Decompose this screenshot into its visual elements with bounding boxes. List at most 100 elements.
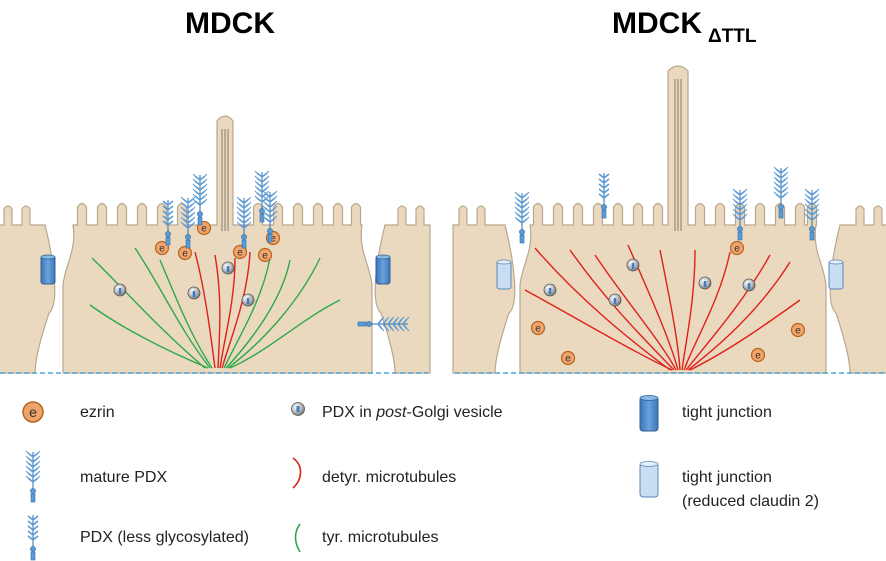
- legend-detyr-microtubule-icon: [292, 457, 302, 489]
- pdx-vesicle: [241, 293, 255, 307]
- less-glycosylated-pdx: [162, 200, 174, 246]
- mature-pdx: [25, 450, 41, 503]
- detyr-microtubule: [569, 249, 675, 371]
- ezrin-marker: e: [154, 240, 170, 256]
- pdx-vesicle: [626, 258, 640, 272]
- mature-pdx: [262, 190, 278, 243]
- neighbor-cell-left: [452, 205, 516, 374]
- mature-pdx: [773, 166, 789, 219]
- pdx-vesicle: [608, 293, 622, 307]
- detyr-microtubule: [659, 249, 681, 371]
- ezrin-marker: e: [560, 350, 576, 366]
- ezrin-marker: e: [257, 247, 273, 263]
- pdx-vesicle: [742, 278, 756, 292]
- legend-less-glycosylated-pdx-icon: [27, 515, 39, 561]
- ezrin-marker: e: [177, 245, 193, 261]
- mature-pdx: [236, 196, 252, 249]
- right-panel-title-subscript: ΔTTL: [708, 26, 757, 47]
- legend-tight-junction-reduced-icon: [639, 461, 659, 498]
- svg-text:e: e: [159, 244, 165, 255]
- tyr-microtubule: [134, 247, 211, 369]
- mature-pdx: [192, 173, 208, 226]
- ezrin-marker: e: [530, 320, 546, 336]
- mature-pdx: [514, 191, 530, 244]
- legend-tight-junction-label: tight junction: [682, 404, 772, 421]
- svg-text:e: e: [565, 354, 571, 365]
- legend-mature-pdx-label: mature PDX: [80, 469, 167, 486]
- tyr-microtubule: [89, 304, 209, 369]
- svg-text:e: e: [29, 404, 37, 420]
- tyr-microtubule: [229, 299, 341, 369]
- svg-text:e: e: [755, 351, 761, 362]
- neighbor-cell-right: [829, 205, 886, 374]
- detyr-microtubule: [194, 251, 216, 369]
- detyr-microtubule: [524, 289, 673, 371]
- detyr-microtubule: [689, 299, 801, 371]
- mature-pdx: [804, 188, 820, 241]
- detyr-microtubule: [219, 257, 236, 369]
- svg-text:e: e: [262, 251, 268, 262]
- tight-junction: [375, 254, 391, 285]
- tight-junction: [40, 254, 56, 285]
- detyr-microtubule: [681, 249, 696, 371]
- legend-ezrin-label: ezrin: [80, 404, 115, 421]
- svg-text:e: e: [201, 224, 207, 235]
- mature-pdx: [357, 316, 410, 332]
- svg-text:e: e: [270, 234, 276, 245]
- svg-text:e: e: [237, 248, 243, 259]
- pdx-vesicle: [187, 286, 201, 300]
- epithelial-cell: [62, 115, 373, 374]
- svg-text:e: e: [182, 249, 188, 260]
- less-glycosylated-pdx: [27, 515, 39, 561]
- svg-text:e: e: [795, 326, 801, 337]
- ezrin-marker: e: [750, 347, 766, 363]
- detyr-microtubule: [683, 251, 731, 371]
- svg-text:e: e: [535, 324, 541, 335]
- neighbor-cell-right: [374, 205, 431, 374]
- pdx-vesicle: [698, 276, 712, 290]
- pdx-vesicle: [221, 261, 235, 275]
- detyr-microtubule: [221, 251, 251, 369]
- mature-pdx: [254, 170, 270, 223]
- legend: e ezrin mature PDX PDX (less glycosylate…: [22, 395, 819, 561]
- tyr-microtubule: [227, 257, 321, 369]
- ezrin-marker: e: [729, 240, 745, 256]
- legend-detyr-microtubule-label: detyr. microtubules: [322, 469, 456, 486]
- right-panel-title: MDCK: [612, 7, 702, 40]
- tyr-microtubule: [225, 259, 291, 369]
- legend-tight-junction-reduced-label-2: (reduced claudin 2): [682, 493, 819, 510]
- detyr-microtubule: [594, 254, 677, 371]
- detyr-microtubule: [687, 261, 791, 371]
- svg-text:e: e: [734, 244, 740, 255]
- pdx-vesicle: [113, 283, 127, 297]
- tyr-microtubule: [223, 257, 271, 369]
- left-panel-title: MDCK: [185, 7, 275, 40]
- epithelial-cell: [519, 65, 827, 374]
- mature-pdx: [180, 196, 196, 249]
- legend-vesicle-label: PDX in post-Golgi vesicle: [322, 404, 503, 421]
- detyr-microtubule: [685, 254, 771, 371]
- detyr-microtubule: [534, 247, 671, 371]
- tight-junction-reduced: [828, 259, 844, 290]
- legend-tyr-microtubule-label: tyr. microtubules: [322, 529, 438, 546]
- ezrin-marker: e: [790, 322, 806, 338]
- legend-tyr-microtubule-icon: [294, 523, 301, 553]
- tyr-microtubule: [91, 257, 206, 369]
- pdx-vesicle: [543, 283, 557, 297]
- mature-pdx: [732, 188, 748, 241]
- legend-tight-junction-reduced-label-1: tight junction: [682, 469, 772, 486]
- legend-less-glycosylated-pdx-label: PDX (less glycosylated): [80, 529, 249, 546]
- legend-vesicle-icon: [291, 402, 305, 416]
- legend-mature-pdx-icon: [25, 450, 41, 503]
- right-cell-panel: e e e e e: [452, 65, 886, 374]
- tight-junction-reduced: [496, 259, 512, 290]
- ezrin-marker: e: [232, 244, 248, 260]
- legend-tight-junction-icon: [639, 395, 659, 432]
- less-glycosylated-pdx: [598, 173, 610, 219]
- neighbor-cell-left: [0, 205, 56, 374]
- legend-ezrin-icon: e: [22, 401, 44, 423]
- detyr-microtubule: [214, 254, 221, 369]
- tyr-microtubule: [159, 259, 213, 369]
